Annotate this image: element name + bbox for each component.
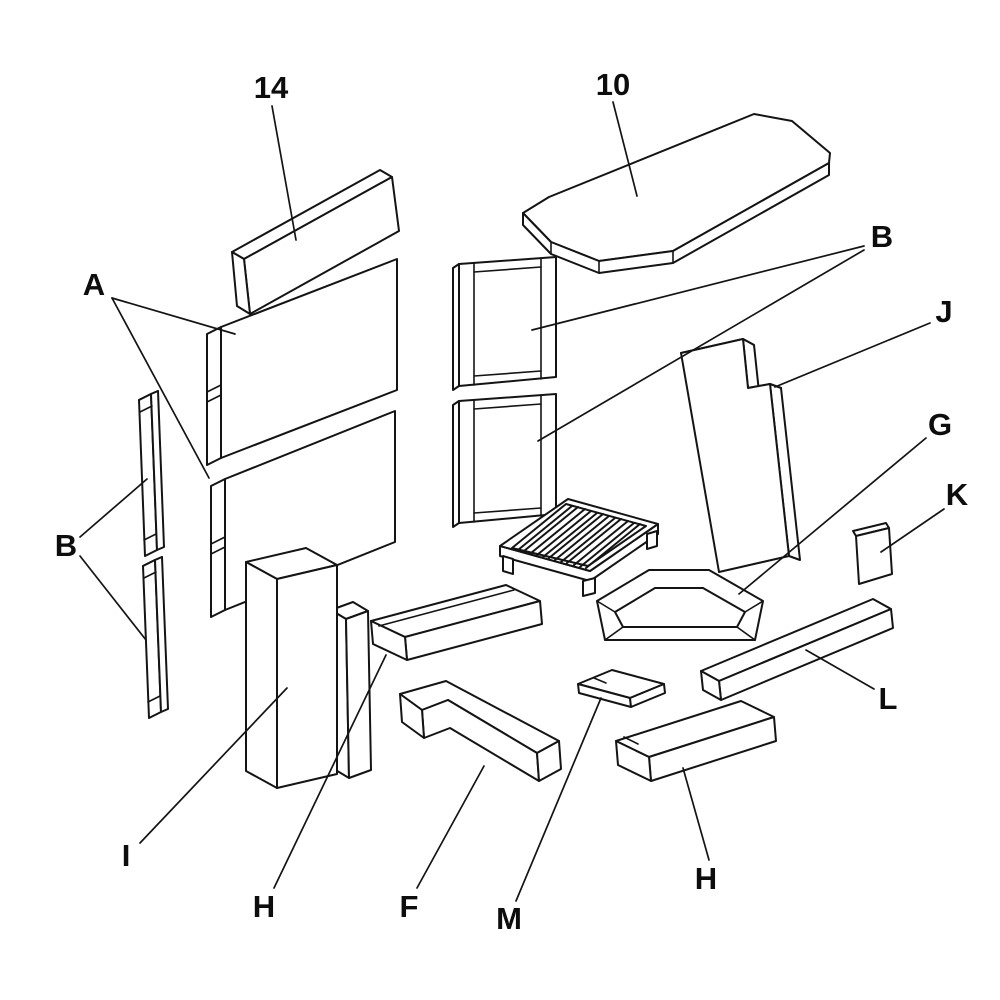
part-a-lower-groove [210,536,226,545]
part-a-upper-panel-shape [206,258,398,466]
label-k: K [946,477,969,512]
part-b-mid-upper-recess [473,370,542,377]
part-14-end-face [231,251,251,315]
part-j-front-face [680,338,790,573]
label-l: L [879,681,898,716]
label-f: F [400,889,419,924]
grate-foot [582,577,596,597]
part-i-rear-right [345,610,372,779]
part-k-shape [852,522,893,585]
part-h-left-shape [370,584,543,661]
leader-line-h-left [273,654,387,889]
leader-line-b-left-lower [79,555,147,641]
part-m-shape [577,669,666,708]
part-f-left-cap [399,693,425,739]
label-j: J [935,294,952,329]
label-m: M [496,901,522,936]
part-g-rim-edge [744,600,764,613]
part-h-right-shape [615,700,777,782]
part-a-lower-groove [210,546,226,555]
leader-line-f [416,765,485,889]
leader-line-m [515,697,602,902]
part-h-left-lip [378,589,515,627]
label-h-left: H [253,889,275,924]
part-b-mid-lower-recess [473,403,542,410]
leader-line-b-right-upper [531,245,865,331]
part-i-front-face [276,564,338,789]
part-10-shape [522,113,831,274]
leader-line-g [738,437,927,595]
leader-line-10 [612,101,638,197]
part-b-left-upper-joint [143,533,157,541]
leader-line-j [774,322,931,388]
part-10-thickness-band [522,162,830,274]
part-a-upper-groove [206,394,222,403]
part-b-left-lower-joint [143,571,157,579]
part-b-mid-upper-front [458,256,557,387]
part-a-upper-front-face [220,258,398,459]
part-h-right-end-face [615,740,652,782]
part-h-left-end-face [370,620,408,661]
part-b-mid-lower-recess [473,507,542,514]
part-l-shape [700,598,894,701]
label-b-left: B [55,528,77,563]
part-m-right-face [629,683,666,708]
part-l-end-face [700,670,722,701]
leader-line-b-left-upper [79,478,148,538]
part-f-right-cap [536,740,562,782]
part-j-shape [680,338,801,573]
part-b-left-lower-joint [147,695,161,703]
part-g-wall-edge [736,626,756,641]
part-h-right-notch [623,736,639,745]
part-k-front-face [855,527,893,585]
label-10: 10 [596,67,630,102]
part-b-left-upper-shape [138,390,165,557]
part-i-shape [245,547,338,789]
label-a: A [83,267,105,302]
leader-line-k [880,508,945,553]
leader-line-14 [271,105,297,241]
part-b-left-lower-side [154,556,169,713]
part-g-wall-edge [604,626,624,641]
part-g-rim-edge [596,600,616,613]
grate-slats [517,505,641,569]
part-b-mid-upper-recess [473,266,542,273]
label-h-right: H [695,861,717,896]
part-b-left-lower-shape [142,556,169,719]
leader-line-l [805,649,875,690]
part-b-middle-lower-shape [452,393,557,528]
leader-line-b-right-lower [537,249,865,442]
leader-lines [79,101,945,902]
part-i-left-face [245,561,278,789]
label-g: G [928,407,952,442]
label-i: I [122,838,131,873]
label-b-right: B [871,219,893,254]
part-b-left-upper-side [150,390,165,551]
part-14-shape [231,169,400,315]
leader-line-h-right [682,767,710,861]
grate-foot [502,555,514,575]
part-labels: 14 10 A B J G K B L I H F M H [55,67,969,936]
part-b-left-upper-joint [139,405,153,413]
grate-foot [646,530,658,550]
label-14: 14 [254,70,289,105]
leader-line-a-upper [111,297,236,335]
part-m-notch [593,677,607,684]
part-f-shape [399,680,562,782]
leader-line-a-lower [111,297,210,479]
part-a-upper-groove [206,384,222,393]
part-b-middle-upper-shape [452,256,557,391]
part-g-shape [596,569,764,641]
leader-line-i [139,687,288,844]
grate-shape [499,498,659,597]
